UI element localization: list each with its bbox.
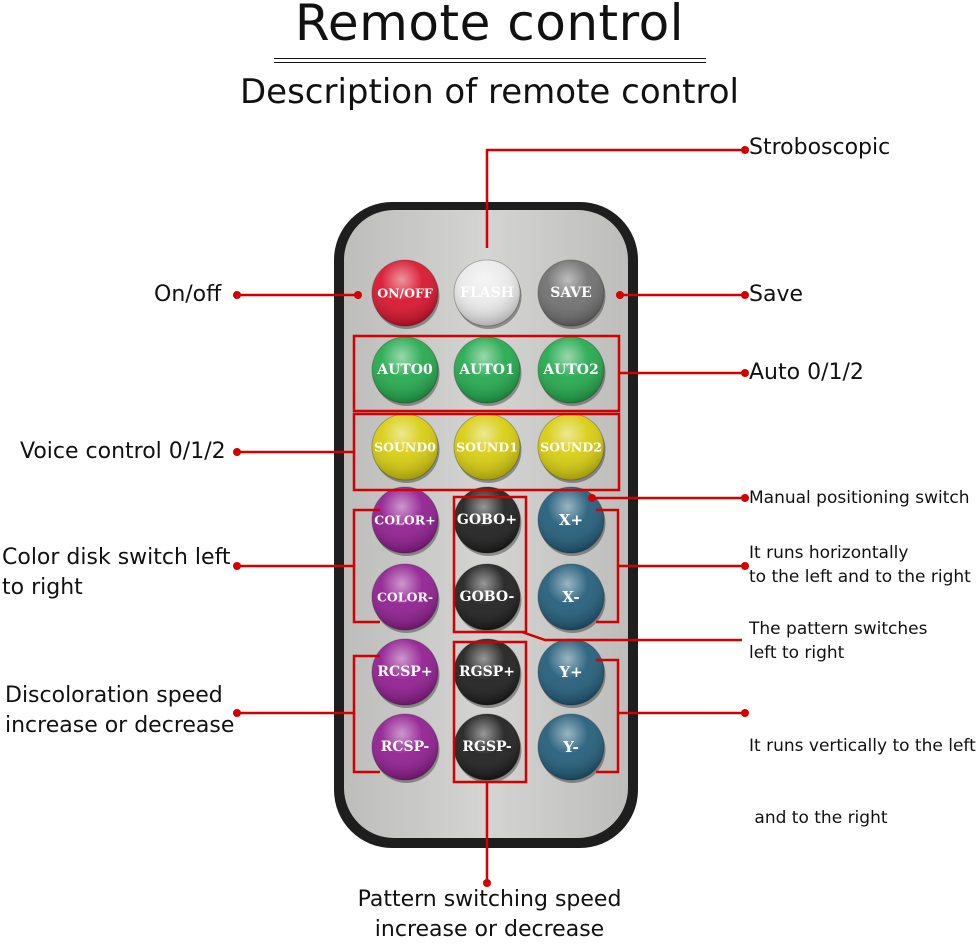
button-label: AUTO2: [542, 362, 598, 378]
label-horizontal-line1: It runs horizontally: [749, 543, 909, 563]
page-title: Remote control: [294, 0, 685, 52]
label-pattern-line1: The pattern switches: [749, 619, 928, 639]
label-pattern-line2: left to right: [749, 643, 845, 663]
button-label: Y-: [562, 738, 578, 756]
label-voice-control: Voice control 0/1/2: [20, 439, 226, 464]
label-color-disk-line1: Color disk switch left: [2, 545, 231, 570]
page-subtitle: Description of remote control: [239, 72, 739, 112]
callout-dots: [233, 146, 749, 887]
button-rgsp-plus[interactable]: RGSP+: [453, 638, 522, 708]
label-stroboscopic: Stroboscopic: [749, 135, 891, 160]
button-sound0[interactable]: SOUND0: [371, 413, 440, 483]
button-gobo-minus[interactable]: GOBO-: [453, 563, 522, 633]
button-label: RCSP-: [381, 739, 430, 755]
button-label: SOUND0: [374, 440, 436, 455]
title-underline: [274, 58, 706, 59]
button-label: Y+: [558, 663, 582, 681]
button-label: AUTO0: [376, 362, 433, 378]
callout-lines: [240, 148, 742, 880]
button-label: SAVE: [550, 285, 592, 301]
button-label: GOBO+: [457, 512, 517, 528]
button-label: X-: [562, 588, 579, 606]
label-pattern-speed: Pattern switching speed increase or decr…: [0, 885, 979, 945]
button-on-off[interactable]: ON/OFF: [371, 259, 440, 329]
button-label: AUTO1: [458, 362, 514, 378]
button-label: SOUND2: [540, 440, 602, 455]
button-y-minus[interactable]: Y-: [537, 713, 606, 783]
label-horizontal: It runs horizontally to the left and to …: [749, 541, 971, 589]
gobo-group-frame: [452, 495, 528, 634]
title-underline-second: [274, 62, 706, 63]
button-save[interactable]: SAVE: [537, 259, 606, 329]
button-label: GOBO-: [460, 589, 515, 605]
button-label: COLOR+: [374, 513, 435, 528]
label-auto: Auto 0/1/2: [749, 360, 864, 385]
button-auto2[interactable]: AUTO2: [537, 336, 606, 406]
button-x-plus[interactable]: X+: [537, 486, 606, 556]
label-color-disk: Color disk switch left to right: [2, 543, 231, 603]
label-vertical: It runs vertically to the left and to th…: [749, 686, 976, 854]
button-x-minus[interactable]: X-: [537, 563, 606, 633]
rgsp-group-frame: [452, 640, 528, 784]
y-bracket: [596, 658, 620, 774]
label-pattern-switch: The pattern switches left to right: [749, 617, 927, 665]
label-manual-positioning: Manual positioning switch: [749, 488, 970, 508]
button-y-plus[interactable]: Y+: [537, 638, 606, 708]
label-discoloration-line2: increase or decrease: [5, 713, 235, 738]
button-label: RCSP+: [377, 664, 432, 680]
line-stroboscopic: [485, 148, 742, 248]
button-color-plus[interactable]: COLOR+: [371, 486, 440, 556]
button-label: SOUND1: [456, 440, 518, 455]
label-save: Save: [749, 282, 804, 307]
button-sound2[interactable]: SOUND2: [537, 413, 606, 483]
label-pattern-speed-line2: increase or decrease: [374, 917, 605, 942]
button-gobo-plus[interactable]: GOBO+: [453, 486, 522, 556]
button-label: COLOR-: [377, 590, 433, 605]
button-label: FLASH: [460, 285, 514, 301]
button-label: X+: [559, 511, 583, 529]
button-auto1[interactable]: AUTO1: [453, 336, 522, 406]
button-label: RGSP-: [462, 739, 511, 755]
label-discoloration: Discoloration speed increase or decrease: [5, 681, 234, 741]
line-pattern: [521, 630, 742, 642]
label-vertical-line1: It runs vertically to the left: [749, 736, 976, 756]
label-discoloration-line1: Discoloration speed: [5, 683, 223, 708]
button-label: RGSP+: [459, 664, 515, 680]
label-color-disk-line2: to right: [2, 575, 83, 600]
button-auto0[interactable]: AUTO0: [371, 336, 440, 406]
label-on-off: On/off: [154, 282, 222, 307]
label-pattern-speed-line1: Pattern switching speed: [357, 887, 622, 912]
button-rgsp-minus[interactable]: RGSP-: [453, 713, 522, 783]
button-rcsp-minus[interactable]: RCSP-: [371, 713, 440, 783]
label-vertical-line2: and to the right: [749, 808, 888, 828]
button-sound1[interactable]: SOUND1: [453, 413, 522, 483]
button-color-minus[interactable]: COLOR-: [371, 563, 440, 633]
button-rcsp-plus[interactable]: RCSP+: [371, 638, 440, 708]
button-label: ON/OFF: [377, 286, 433, 301]
button-flash[interactable]: FLASH: [453, 259, 522, 329]
label-horizontal-line2: to the left and to the right: [749, 567, 971, 587]
